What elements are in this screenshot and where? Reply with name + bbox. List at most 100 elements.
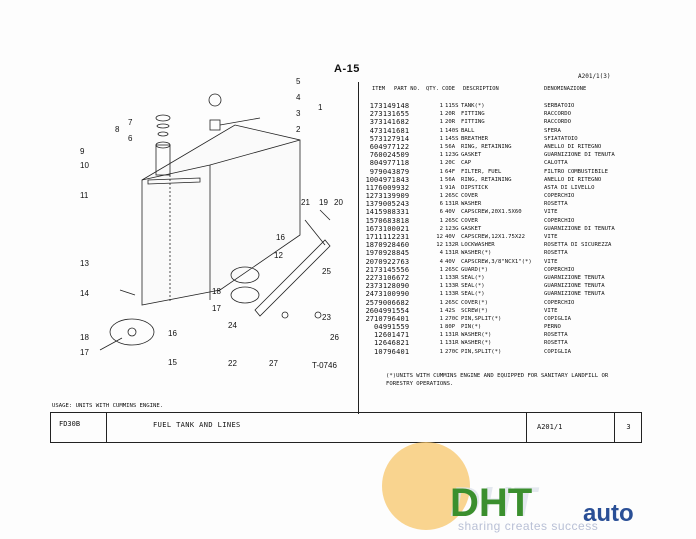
part-number: 73141682: [374, 118, 410, 127]
callout-number: 2: [296, 125, 301, 134]
usage-note: USAGE: UNITS WITH CUMMINS ENGINE.: [52, 403, 164, 409]
description: DIPSTICK: [461, 184, 488, 191]
item-number: 25: [365, 298, 374, 307]
denominazione: ROSETTA: [544, 201, 568, 208]
item-number: 19: [365, 249, 374, 258]
title-block: FD30B FUEL TANK AND LINES A201/1 3: [50, 412, 642, 443]
quantity: 12: [436, 242, 443, 249]
item-number: 6: [369, 142, 374, 151]
code: 42S: [445, 307, 456, 314]
part-number: 73127914: [374, 134, 410, 143]
header-denominazione: DENOMINAZIONE: [544, 86, 587, 92]
quantity: 1: [439, 184, 443, 191]
part-number: 73131655: [374, 110, 410, 119]
quantity: 1: [439, 160, 443, 167]
code: 56A: [445, 176, 456, 183]
item-number: 13: [365, 200, 374, 209]
code: 20C: [445, 160, 456, 167]
code: 131R: [445, 201, 459, 208]
callout-number: 9: [80, 147, 85, 156]
quantity: 1: [439, 127, 443, 134]
part-number: 73100990: [374, 290, 410, 299]
quantity: 1: [439, 168, 443, 175]
denominazione: COPERCHIO: [544, 193, 575, 200]
item-number: 27: [365, 314, 374, 323]
tank-body: [141, 124, 301, 306]
part-number: 10796401: [374, 347, 410, 356]
item-number: 15: [365, 216, 374, 225]
item-number: 20: [365, 257, 374, 266]
quantity: 1: [439, 299, 443, 306]
denominazione: RACCORDO: [544, 119, 571, 126]
dht-watermark-logo: DHT DHT: [382, 442, 540, 530]
group-title: FUEL TANK AND LINES: [153, 421, 241, 429]
description: WASHER(*): [461, 332, 492, 339]
description: PIN,SPLIT(*): [461, 315, 502, 322]
code: 64F: [445, 168, 456, 175]
callout-number: 6: [128, 134, 133, 143]
denominazione: ANELLO DI RITEGNO: [544, 176, 602, 183]
item-number: 17: [365, 233, 374, 241]
part-number: 79005243: [374, 200, 410, 209]
code: 132R: [445, 242, 459, 249]
item-number: 1: [369, 102, 374, 110]
description: FITTING: [461, 119, 485, 126]
item-number: 16: [365, 224, 374, 233]
description: PIN,SPLIT(*): [461, 348, 502, 355]
item-number: 7: [369, 151, 374, 160]
code: 56A: [445, 143, 456, 150]
item-number: 22: [365, 273, 374, 282]
item-number: 5: [369, 134, 374, 143]
denominazione: COPERCHIO: [544, 266, 575, 273]
code: 265C: [445, 266, 459, 273]
code: 40V: [445, 258, 456, 265]
parts-table-header: ITEM PART NO. QTY. CODE DESCRIPTION DENO…: [372, 86, 672, 94]
code: 270C: [445, 315, 459, 322]
description: TANK(*): [461, 103, 485, 109]
quantity: 6: [439, 201, 443, 208]
part-number: 70928845: [374, 249, 410, 258]
callout-number: 25: [322, 267, 331, 276]
description: WASHER(*): [461, 250, 492, 257]
callout-number: 7: [128, 118, 133, 127]
part-number: 04977118: [374, 159, 410, 168]
callout-number: 4: [296, 93, 301, 102]
denominazione: SERBATOIO: [544, 103, 575, 109]
callout-number: 19: [319, 198, 328, 207]
denominazione: GUARNIZIONE TENUTA: [544, 274, 605, 281]
quantity: 1: [439, 135, 443, 142]
description: WASHER(*): [461, 340, 492, 347]
description: CAPSCREW,12X1.75X22: [461, 234, 525, 240]
description: COVER(*): [461, 299, 488, 306]
part-number: 11112231: [374, 233, 410, 241]
part-number: 10796401: [374, 314, 410, 323]
callout-number: 16: [276, 233, 285, 242]
callout-number: 5: [296, 77, 301, 86]
callout-number: 18: [80, 333, 89, 342]
denominazione: GUARNIZIONE DI TENUTA: [544, 152, 615, 159]
watermark-sun-circle: [382, 442, 470, 530]
quantity: 1: [439, 193, 443, 200]
callout-number: 21: [301, 198, 310, 207]
filler-neck: [155, 144, 171, 176]
quantity: 1: [439, 315, 443, 322]
code: 133R: [445, 283, 459, 290]
denominazione: SFIATATOIO: [544, 135, 578, 142]
quantity: 1: [439, 143, 443, 150]
part-number: 12646821: [374, 339, 410, 348]
